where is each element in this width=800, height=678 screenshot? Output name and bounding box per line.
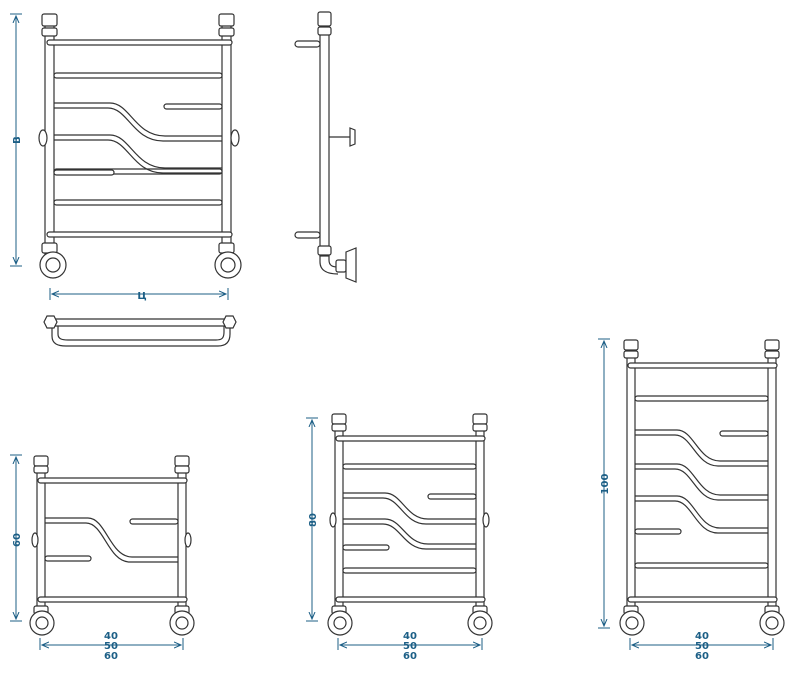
- top-nut-left: [43, 315, 58, 329]
- width-value: 40: [104, 631, 118, 642]
- front-view: [38, 13, 242, 279]
- width-value: 50: [104, 641, 118, 652]
- side-view: [294, 11, 357, 283]
- width-dimension: Ц: [49, 288, 229, 302]
- side-rung-bottom: [294, 231, 321, 239]
- bottom-connector-right: [214, 251, 242, 279]
- height-label: В: [12, 136, 23, 144]
- width-value: 40: [403, 631, 417, 642]
- top-view: [43, 315, 237, 347]
- width-value: 50: [403, 641, 417, 652]
- height-dimension: В: [10, 13, 23, 267]
- height-value: 60: [12, 533, 23, 547]
- width-label: Ц: [137, 291, 146, 302]
- rung: [53, 199, 223, 206]
- rung: [53, 72, 223, 79]
- wall-flange: [345, 247, 357, 283]
- width-value: 40: [695, 631, 709, 642]
- height-value: 100: [600, 474, 611, 495]
- width-value: 60: [104, 651, 118, 662]
- rung: [46, 39, 233, 46]
- rung: [46, 231, 233, 238]
- width-value: 50: [695, 641, 709, 652]
- variant-100: 100 40 50 60: [598, 338, 785, 662]
- variant-60: 60 40 50 60: [10, 454, 195, 662]
- width-value: 60: [695, 651, 709, 662]
- height-value: 80: [308, 513, 319, 527]
- wave-rung: [54, 134, 222, 169]
- side-rung-top: [294, 40, 321, 48]
- top-nut-right: [222, 315, 237, 329]
- wave-rung: [54, 102, 222, 137]
- short-rail: [53, 169, 115, 176]
- variant-80: 80 40 50 60: [306, 413, 493, 662]
- short-rail: [163, 103, 223, 110]
- width-value: 60: [403, 651, 417, 662]
- right-post: [221, 19, 232, 261]
- top-nut-left: [41, 13, 58, 27]
- bottom-connector-left: [39, 251, 67, 279]
- top-nut-right: [218, 13, 235, 27]
- wall-bracket: [349, 127, 356, 147]
